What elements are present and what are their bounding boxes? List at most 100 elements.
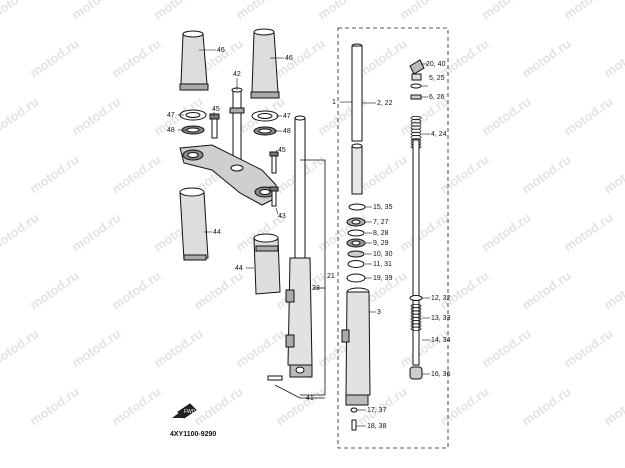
watermark-text: motod.ru bbox=[0, 0, 42, 22]
callout-5-25: 5, 25 bbox=[429, 75, 445, 82]
bolt-18-38 bbox=[351, 419, 357, 431]
callout-18-38: 18, 38 bbox=[367, 423, 387, 430]
fork-boot-right-bottom bbox=[253, 233, 281, 295]
seal-15-35 bbox=[348, 203, 366, 211]
watermark-text: motod.ru bbox=[397, 210, 452, 255]
watermark-text: motod.ru bbox=[519, 152, 574, 197]
callout-41: 41 bbox=[306, 395, 314, 402]
callout-45-top: 45 bbox=[212, 106, 220, 113]
watermark-text: motod.ru bbox=[109, 384, 164, 429]
callout-19-39: 19, 39 bbox=[373, 275, 393, 282]
callout-10-30: 10, 30 bbox=[373, 251, 393, 258]
watermark-text: motod.ru bbox=[479, 0, 534, 22]
watermark-text: motod.ru bbox=[315, 0, 370, 22]
watermark-text: motod.ru bbox=[109, 36, 164, 81]
watermark-text: motod.ru bbox=[519, 268, 574, 313]
callout-1: 1 bbox=[332, 99, 336, 106]
leader-41 bbox=[274, 384, 325, 399]
callout-11-31: 11, 31 bbox=[373, 261, 392, 268]
watermark-text: motod.ru bbox=[273, 384, 328, 429]
under-bracket bbox=[179, 144, 277, 206]
callout-7-27: 7, 27 bbox=[373, 219, 389, 226]
watermark-text: motod.ru bbox=[519, 36, 574, 81]
rebound-spring bbox=[410, 303, 422, 331]
callout-42: 42 bbox=[233, 71, 241, 78]
bushing-11-31 bbox=[347, 260, 365, 268]
watermark-text: motod.ru bbox=[561, 94, 616, 139]
cap-bolt bbox=[409, 59, 425, 81]
watermark-text: motod.ru bbox=[233, 326, 288, 371]
callout-46-right: 46 bbox=[285, 55, 293, 62]
fwd-label: FWD bbox=[184, 409, 196, 415]
watermark-text: motod.ru bbox=[437, 152, 492, 197]
bolt-45-lower bbox=[271, 154, 277, 174]
fwd-arrow-icon: FWD bbox=[172, 403, 197, 419]
callout-47-left: 47 bbox=[167, 112, 175, 119]
fork-boot-right-top bbox=[250, 28, 280, 99]
o-ring-5-25 bbox=[410, 83, 422, 89]
watermark-text: motod.ru bbox=[601, 384, 625, 429]
watermark-text: motod.ru bbox=[601, 152, 625, 197]
bracket-21 bbox=[300, 159, 326, 396]
watermark-text: motod.ru bbox=[233, 0, 288, 22]
watermark-text: motod.ru bbox=[191, 268, 246, 313]
watermark-text: motod.ru bbox=[69, 326, 124, 371]
watermark-text: motod.ru bbox=[0, 94, 42, 139]
watermark-text: motod.ru bbox=[437, 268, 492, 313]
watermark-text: motod.ru bbox=[561, 210, 616, 255]
fork-assembly-left bbox=[285, 115, 313, 378]
callout-47-right: 47 bbox=[283, 113, 291, 120]
callout-14-34: 14, 34 bbox=[431, 337, 451, 344]
callout-44-right: 44 bbox=[235, 265, 243, 272]
watermark-text: motod.ru bbox=[69, 94, 124, 139]
callout-2-22: 2, 22 bbox=[377, 100, 393, 107]
callout-23: 23 bbox=[312, 285, 320, 292]
leaders bbox=[178, 49, 430, 427]
washer-10-30 bbox=[347, 250, 365, 258]
fork-boot-left-top bbox=[179, 30, 209, 91]
watermark-text: motod.ru bbox=[355, 152, 410, 197]
watermark-text: motod.ru bbox=[27, 268, 82, 313]
watermark-text: motod.ru bbox=[0, 326, 42, 371]
callout-3: 3 bbox=[377, 309, 381, 316]
callout-6-26: 6, 26 bbox=[429, 94, 445, 101]
watermark-text: motod.ru bbox=[479, 326, 534, 371]
gasket-17-37 bbox=[350, 407, 358, 413]
watermark-text: motod.ru bbox=[0, 210, 42, 255]
bolt-43 bbox=[271, 189, 277, 207]
callout-17-37: 17, 37 bbox=[367, 407, 387, 414]
bolt-45-top bbox=[211, 117, 218, 139]
callout-12-32: 12, 32 bbox=[431, 295, 451, 302]
callout-13-33: 13, 33 bbox=[431, 315, 451, 322]
watermark-layer: motod.ru motod.ru motod.ru motod.ru motod.ru… bbox=[0, 0, 625, 428]
watermark-text: motod.ru bbox=[437, 36, 492, 81]
spring-coil bbox=[410, 326, 422, 331]
ring-12-32 bbox=[409, 295, 423, 301]
watermark-text: motod.ru bbox=[437, 384, 492, 429]
watermark-text: motod.ru bbox=[191, 384, 246, 429]
callout-43: 43 bbox=[278, 213, 286, 220]
fork-boot-left-bottom bbox=[179, 187, 209, 261]
watermark-text: motod.ru bbox=[601, 268, 625, 313]
damper-rod-14-34 bbox=[412, 139, 420, 366]
watermark-text: motod.ru bbox=[69, 210, 124, 255]
diagram-code: 4XY1100-9290 bbox=[170, 431, 216, 438]
callout-45-lower: 45 bbox=[278, 147, 286, 154]
watermark-text: motod.ru bbox=[27, 152, 82, 197]
ring-19-39 bbox=[346, 273, 366, 283]
watermark-text: motod.ru bbox=[27, 36, 82, 81]
watermark-text: motod.ru bbox=[27, 384, 82, 429]
callout-9-29: 9, 29 bbox=[373, 240, 389, 247]
watermark-text: motod.ru bbox=[479, 94, 534, 139]
callout-20-40: 20, 40 bbox=[426, 61, 446, 68]
watermark-text: motod.ru bbox=[151, 0, 206, 22]
inner-tube bbox=[351, 43, 363, 195]
callout-46-left: 46 bbox=[217, 47, 225, 54]
callout-4-24: 4, 24 bbox=[431, 131, 447, 138]
watermark-text: motod.ru bbox=[69, 0, 124, 22]
callout-16-36: 16, 36 bbox=[431, 371, 451, 378]
watermark-text: motod.ru bbox=[109, 268, 164, 313]
watermark-text: motod.ru bbox=[397, 0, 452, 22]
